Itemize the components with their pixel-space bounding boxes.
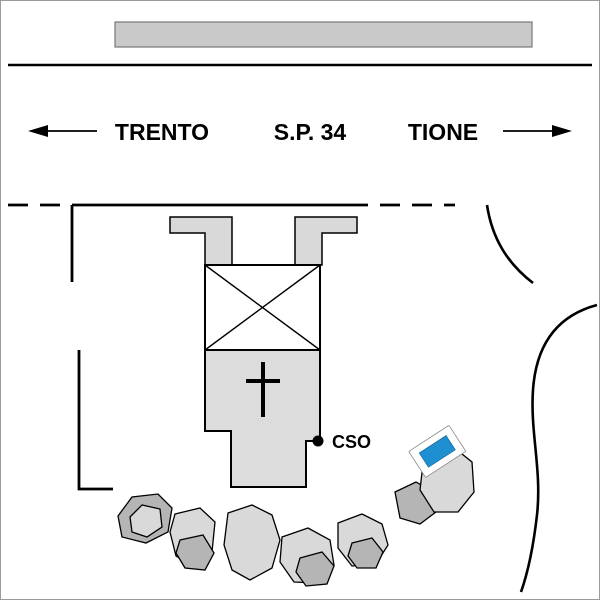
cross-icon: [246, 362, 280, 417]
arrow-left-icon: [28, 125, 97, 137]
rock-1-facet: [129, 504, 163, 538]
rock-cluster: [117, 445, 475, 587]
station-label: CSO: [332, 432, 371, 452]
station-dot-icon: [312, 435, 324, 447]
left-fence-lower: [77, 350, 113, 491]
road-name-label: S.P. 34: [274, 119, 347, 145]
road-curve-top-right: [485, 204, 534, 285]
rock-8: [347, 537, 384, 569]
church-nave: [204, 349, 321, 488]
direction-sign-row: TRENTO S.P. 34 TIONE: [28, 119, 572, 145]
road-curve-right: [519, 303, 598, 593]
blue-marker-fill: [418, 435, 456, 468]
rock-3: [175, 534, 215, 571]
church-roof: [204, 264, 321, 351]
rock-6: [295, 551, 335, 587]
rock-4: [223, 504, 281, 581]
blue-marker: [408, 425, 466, 478]
destination-right-label: TIONE: [408, 119, 478, 145]
roof-diagonal-2: [204, 264, 321, 351]
arrow-right-icon: [503, 125, 572, 137]
destination-left-label: TRENTO: [115, 119, 209, 145]
top-building-bar: [114, 21, 533, 48]
